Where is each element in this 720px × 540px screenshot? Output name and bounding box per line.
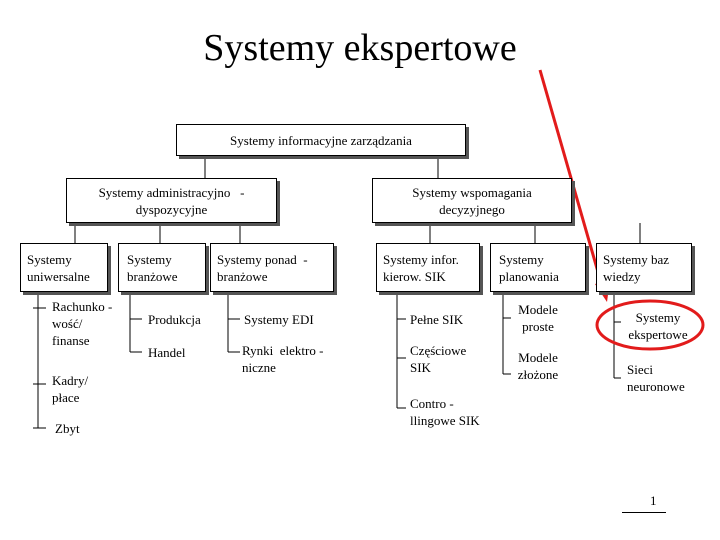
support-box: Systemy wspomagania decyzyjnego: [372, 178, 572, 223]
knowledge-box: Systemy baz wiedzy: [596, 243, 692, 292]
admin-line1: Systemy administracyjno -: [98, 184, 245, 200]
admin-box: Systemy administracyjno - dyspozycyjne: [66, 178, 277, 223]
planning-box: Systemy planowania: [490, 243, 586, 292]
leaf-sales: Zbyt: [55, 421, 80, 436]
leaf-partial-sik: Częściowe SIK: [410, 343, 467, 375]
root-box: Systemy informacyjne zarządzania: [176, 124, 466, 156]
support-line1: Systemy wspomagania: [412, 184, 532, 200]
universal-box: Systemy uniwersalne: [20, 243, 108, 292]
leaf-complex-models: Modele złożone: [517, 350, 559, 382]
page-number: 1: [650, 493, 657, 508]
support-line2: decyzyjnego: [439, 201, 505, 217]
sector-box: Systemy branżowe: [118, 243, 206, 292]
leaf-neural-networks: Sieci neuronowe: [627, 362, 685, 394]
admin-line2: dyspozycyjne: [135, 201, 208, 217]
leaf-production: Produkcja: [148, 312, 201, 327]
leaf-edi: Systemy EDI: [244, 312, 314, 327]
page-number-underline: [622, 512, 666, 513]
cross-sector-box: Systemy ponad - branżowe: [210, 243, 334, 292]
leaf-expert-systems: Systemy ekspertowe: [628, 310, 688, 342]
leaf-accounting: Rachunko - wość/ finanse: [52, 299, 113, 348]
leaf-trade: Handel: [148, 345, 186, 360]
slide-title: Systemy ekspertowe: [203, 27, 517, 69]
leaf-full-sik: Pełne SIK: [410, 312, 464, 327]
sik-box: Systemy infor. kierow. SIK: [376, 243, 480, 292]
leaf-simple-models: Modele proste: [518, 302, 558, 334]
highlight-ellipse: [595, 299, 705, 351]
leaf-payroll: Kadry/ płace: [52, 373, 89, 405]
leaf-controlling-sik: Contro - llingowe SIK: [410, 396, 480, 428]
leaf-e-markets: Rynki elektro - niczne: [242, 343, 324, 375]
